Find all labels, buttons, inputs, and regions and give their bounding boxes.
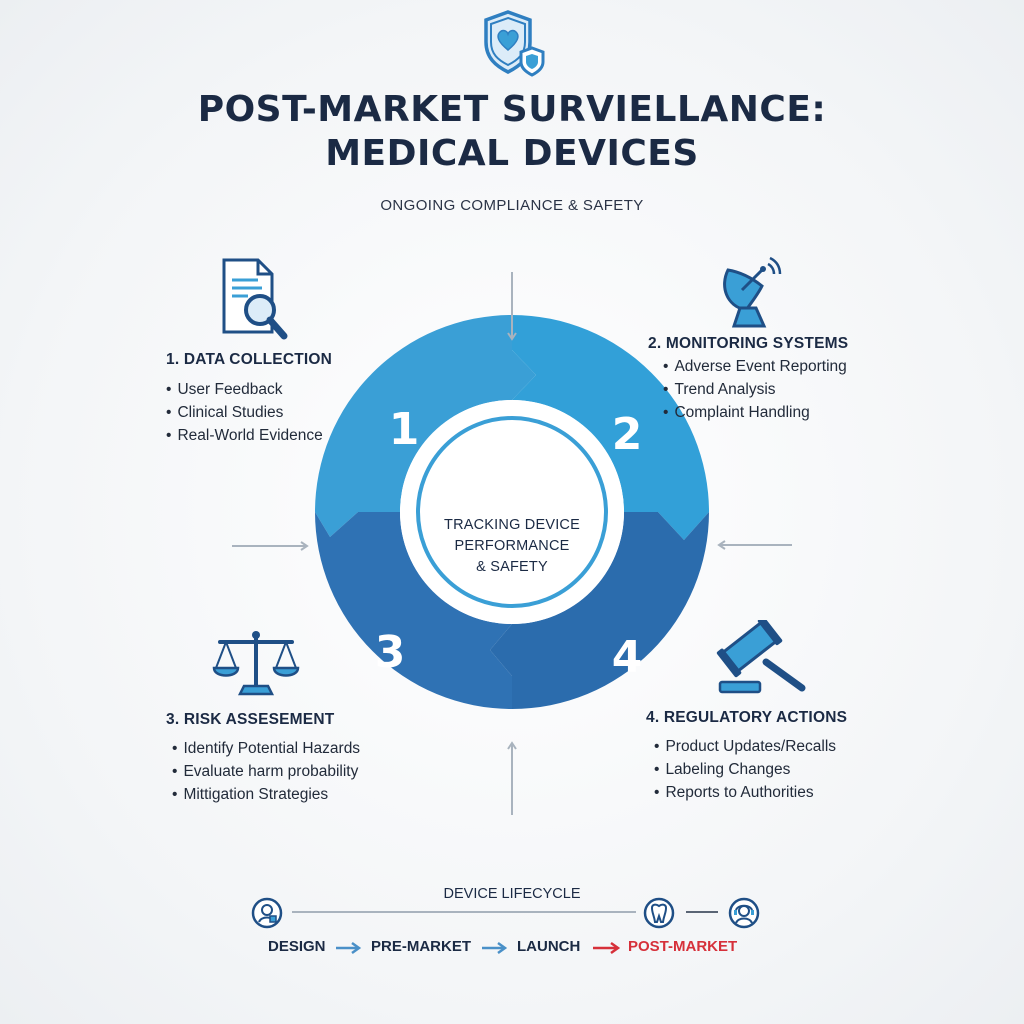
user-badge-icon — [251, 897, 283, 929]
center-label-line-1: TRACKING DEVICE — [444, 517, 580, 533]
phase-launch: LAUNCH — [517, 938, 581, 955]
stage-1-heading: 1. DATA COLLECTION — [166, 351, 333, 368]
list-item: Labeling Changes — [654, 758, 847, 781]
document-magnifier-icon — [222, 258, 288, 340]
center-circle — [416, 416, 608, 608]
shield-heart-icon — [484, 10, 545, 77]
arrow-right-icon — [336, 941, 362, 955]
page-subtitle: ONGOING COMPLIANCE & SAFETY — [380, 197, 644, 214]
list-item: Real-World Evidence — [166, 424, 332, 447]
list-item: Clinical Studies — [166, 401, 332, 424]
phase-post-market: POST-MARKET — [628, 938, 738, 955]
stage-4-list: Product Updates/Recalls Labeling Changes… — [646, 735, 847, 804]
stage-2-block: 2. MONITORING SYSTEMS Adverse Event Repo… — [648, 335, 848, 424]
stage-2-heading: 2. MONITORING SYSTEMS — [648, 335, 849, 352]
list-item: Mittigation Strategies — [172, 783, 360, 806]
list-item: Reports to Authorities — [654, 781, 847, 804]
arrow-right-icon — [593, 941, 621, 955]
stage-1-block: 1. DATA COLLECTION User Feedback Clinica… — [166, 351, 332, 447]
list-item: Product Updates/Recalls — [654, 735, 847, 758]
list-item: Identify Potential Hazards — [172, 737, 360, 760]
list-item: User Feedback — [166, 378, 332, 401]
cycle-segment-3 — [315, 512, 512, 709]
center-label-line-3: & SAFETY — [476, 559, 548, 575]
phase-pre-market: PRE-MARKET — [371, 938, 471, 955]
list-item: Adverse Event Reporting — [663, 355, 848, 378]
segment-number-1: 1 — [388, 404, 420, 455]
list-item: Evaluate harm probability — [172, 760, 360, 783]
stage-3-block: 3. RISK ASSESEMENT Identify Potential Ha… — [166, 711, 360, 806]
cycle-segment-1 — [315, 315, 536, 537]
list-item: Complaint Handling — [663, 401, 848, 424]
gavel-icon — [716, 620, 806, 694]
stage-1-list: User Feedback Clinical Studies Real-Worl… — [166, 378, 332, 447]
page-title-line-2: MEDICAL DEVICES — [325, 133, 699, 174]
page-title-line-1: POST-MARKET SURVIELLANCE: — [197, 89, 827, 130]
center-label-line-2: PERFORMANCE — [454, 538, 570, 554]
cycle-segment-4 — [490, 512, 709, 709]
phase-design: DESIGN — [268, 938, 326, 955]
stage-4-block: 4. REGULATORY ACTIONS Product Updates/Re… — [646, 709, 847, 804]
stage-2-list: Adverse Event Reporting Trend Analysis C… — [648, 355, 848, 424]
arrow-right-icon — [482, 941, 508, 955]
stage-3-heading: 3. RISK ASSESEMENT — [166, 711, 335, 728]
segment-number-3: 3 — [374, 627, 406, 678]
user-headset-icon — [728, 897, 760, 929]
list-item: Trend Analysis — [663, 378, 848, 401]
stage-3-list: Identify Potential Hazards Evaluate harm… — [166, 737, 360, 806]
satellite-dish-icon — [723, 256, 782, 328]
cycle-segment-2 — [512, 315, 709, 540]
segment-number-4: 4 — [611, 632, 643, 683]
segment-number-2: 2 — [611, 409, 643, 460]
center-label: TRACKING DEVICE PERFORMANCE & SAFETY — [432, 515, 592, 578]
tooth-icon — [643, 897, 675, 929]
stage-4-heading: 4. REGULATORY ACTIONS — [646, 709, 848, 726]
lifecycle-label: DEVICE LIFECYCLE — [443, 886, 581, 902]
balance-scale-icon — [212, 631, 300, 696]
